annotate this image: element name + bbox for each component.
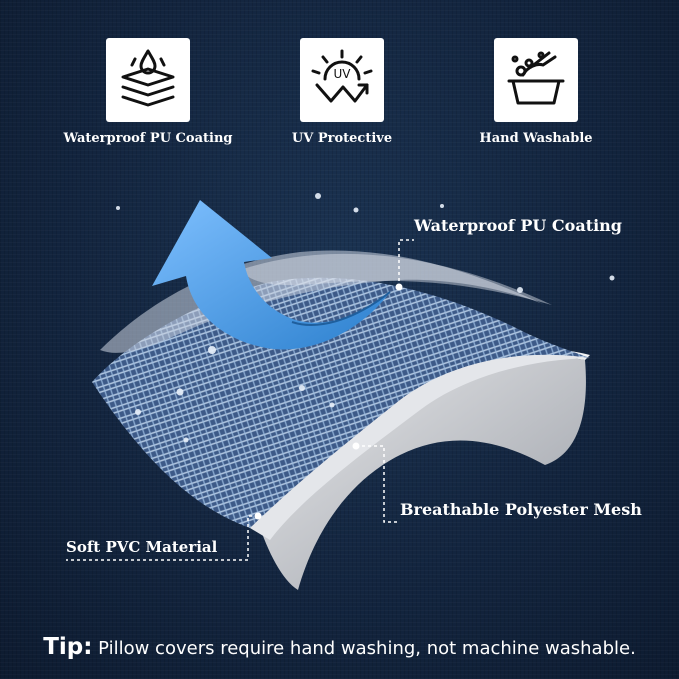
feature-label-waterproof: Waterproof PU Coating [63,131,233,146]
mesh-inner-edge [250,354,590,540]
feature-label-hand-wash: Hand Washable [479,131,593,146]
tip-label: Tip: [43,634,93,660]
callout-soft-pvc: Soft PVC Material [66,538,218,556]
uv-sun-icon: UV [300,38,384,122]
feature-hand-wash: Hand Washable [451,38,621,146]
waterproof-layers-icon [106,38,190,122]
tip-text: Pillow covers require hand washing, not … [92,638,636,659]
mesh-layer [92,277,590,528]
feature-label-uv: UV Protective [291,131,393,146]
tip-banner: Tip: Pillow covers require hand washing,… [0,634,679,660]
breathable-arrow-icon [152,200,390,350]
hand-wash-icon [494,38,578,122]
feature-uv: UV UV Protective [257,38,427,146]
callout-breathable: Breathable Polyester Mesh [400,500,642,519]
connector-waterproof [398,239,414,287]
pu-coating-edge [240,253,552,305]
callout-waterproof: Waterproof PU Coating [414,216,622,235]
connector-breathable [356,445,398,523]
uv-icon-text: UV [334,67,352,81]
feature-waterproof: Waterproof PU Coating [63,38,233,146]
connector-soft-pvc [66,515,258,561]
pvc-layer [258,356,586,590]
